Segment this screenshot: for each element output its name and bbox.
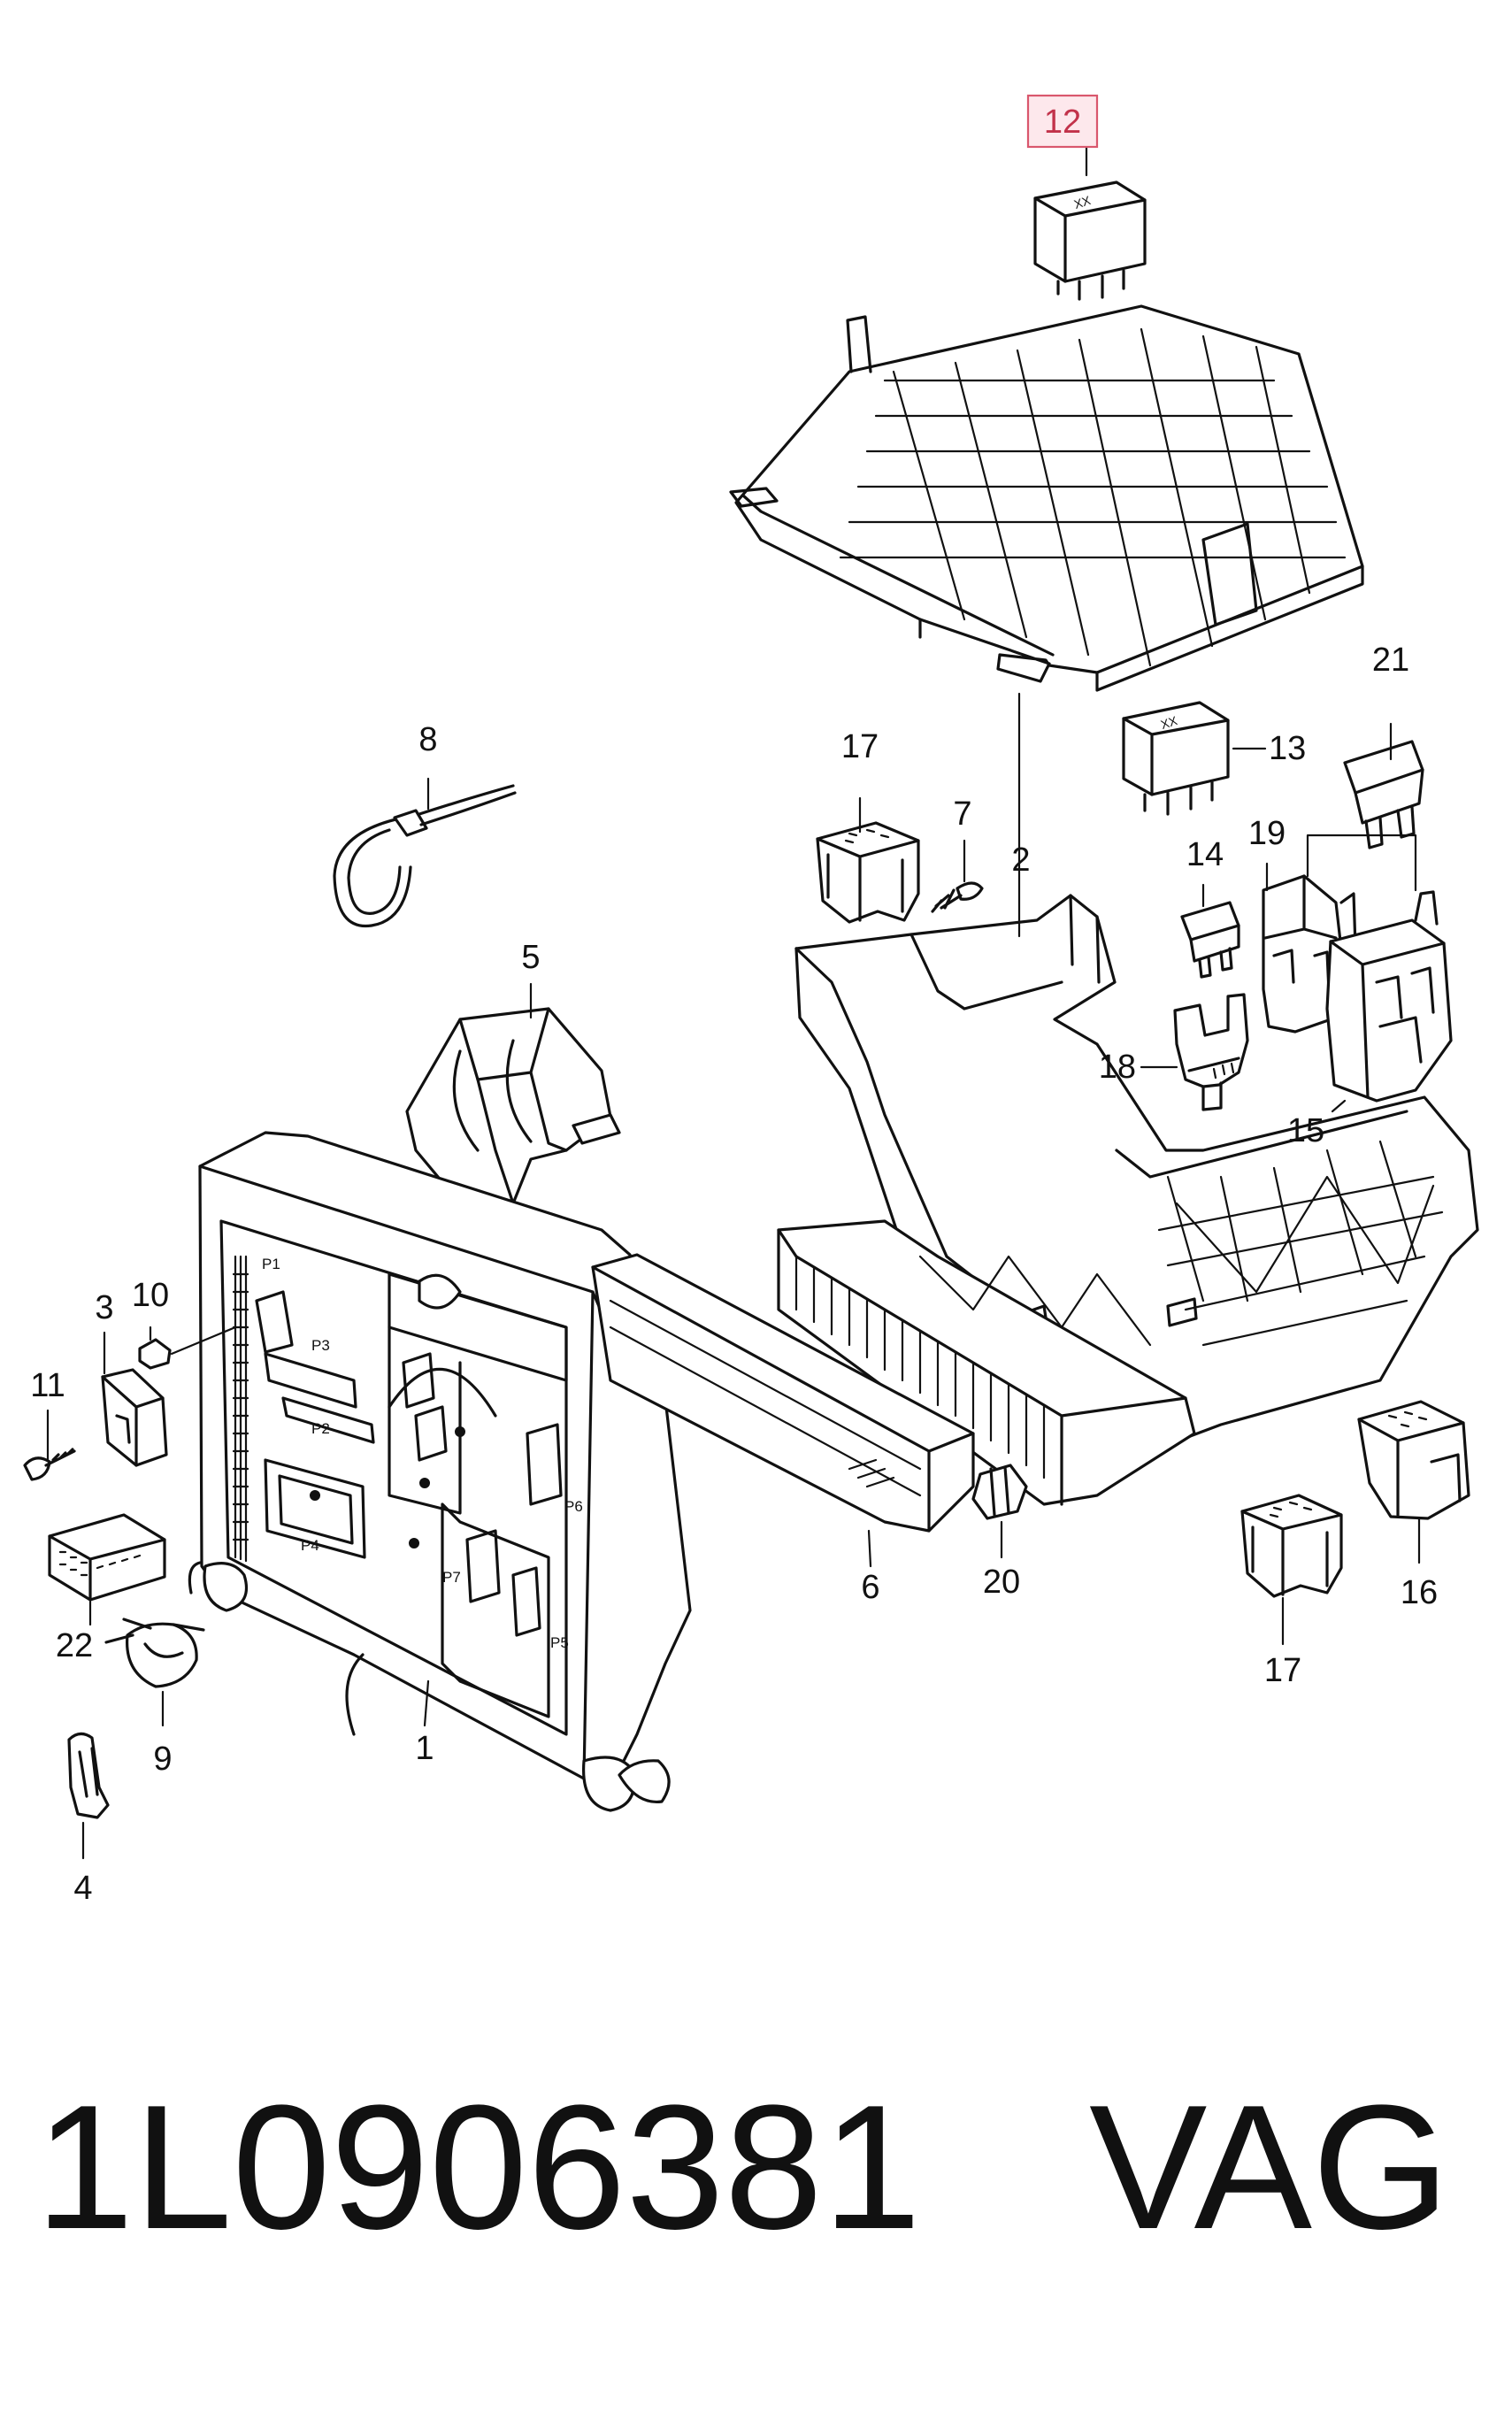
board-label-p6: P6 xyxy=(564,1498,583,1515)
part-16-connector xyxy=(1357,1400,1470,1520)
callout-22: 22 xyxy=(56,1627,93,1664)
board-label-p2: P2 xyxy=(311,1420,330,1437)
callout-9: 9 xyxy=(153,1741,172,1778)
board-label-p1: P1 xyxy=(262,1256,280,1272)
relay-carrier-plate xyxy=(729,304,1364,692)
callout-16: 16 xyxy=(1401,1574,1438,1611)
callout-15: 15 xyxy=(1287,1112,1324,1149)
part-5-cover xyxy=(405,1007,621,1205)
part-8-cable-tie xyxy=(333,784,517,928)
part-3-clip xyxy=(101,1368,168,1467)
part-19-fuse-holder xyxy=(1262,874,1357,1034)
callout-1: 1 xyxy=(415,1730,434,1767)
part-12-relay: XX xyxy=(1033,181,1147,301)
board-label-p4: P4 xyxy=(301,1537,319,1554)
leader-lines xyxy=(46,140,1421,1860)
board-label-p5: P5 xyxy=(550,1634,569,1651)
part-7-screw xyxy=(931,881,984,913)
part-10-small-fuse xyxy=(138,1338,172,1370)
board-label-p3: P3 xyxy=(311,1337,330,1354)
callouts: 12 13 21 17 7 2 14 19 8 5 18 15 10 3 11 … xyxy=(30,94,1438,1907)
housing-connector-strip xyxy=(777,1219,1196,1506)
part-18-fuse-clip xyxy=(1173,993,1249,1111)
callout-19: 19 xyxy=(1248,815,1286,852)
part-9-grommet xyxy=(104,1618,205,1688)
callout-6: 6 xyxy=(861,1569,879,1606)
part-number-footer: 1L0906381 VAG xyxy=(35,2062,1469,2274)
callout-14: 14 xyxy=(1186,836,1224,873)
part-15-fuse-holder xyxy=(1325,890,1453,1103)
callout-11: 11 xyxy=(30,1367,65,1404)
callout-4: 4 xyxy=(73,1870,92,1907)
callout-20: 20 xyxy=(983,1564,1020,1601)
part-1-electronics-board: P1 P3 P2 P4 P6 P7 P5 xyxy=(188,1131,692,1812)
callout-13: 13 xyxy=(1269,730,1306,767)
callout-8: 8 xyxy=(418,721,437,758)
board-label-p7: P7 xyxy=(442,1569,461,1586)
part-4-clip xyxy=(67,1732,110,1819)
callout-18: 18 xyxy=(1099,1049,1136,1086)
relay-13-mark: XX xyxy=(1159,713,1179,732)
callout-17-upper: 17 xyxy=(841,728,879,765)
part-22-connector xyxy=(48,1513,166,1602)
brand-name: VAG xyxy=(1089,2069,1450,2266)
part-17-connector-lower xyxy=(1240,1494,1343,1598)
part-6-connector-bar xyxy=(591,1253,975,1533)
callout-17-lower: 17 xyxy=(1264,1652,1301,1689)
part-21-maxi-fuse xyxy=(1343,740,1424,849)
part-20-plug xyxy=(971,1464,1028,1520)
part-11-screw xyxy=(23,1448,76,1481)
callout-12: 12 xyxy=(1044,104,1081,141)
callout-5: 5 xyxy=(521,939,540,976)
part-14-mini-fuse xyxy=(1180,901,1240,979)
callout-2: 2 xyxy=(1011,841,1030,879)
callout-7: 7 xyxy=(953,795,971,833)
relay-12-mark: XX xyxy=(1072,193,1093,211)
callout-10: 10 xyxy=(132,1277,169,1314)
callout-21: 21 xyxy=(1372,642,1409,679)
callout-3: 3 xyxy=(95,1289,113,1326)
part-number: 1L0906381 xyxy=(35,2069,922,2266)
callout-12-highlight xyxy=(1026,94,1099,149)
part-13-relay: XX xyxy=(1122,701,1230,816)
part-17-connector-upper xyxy=(816,821,920,924)
